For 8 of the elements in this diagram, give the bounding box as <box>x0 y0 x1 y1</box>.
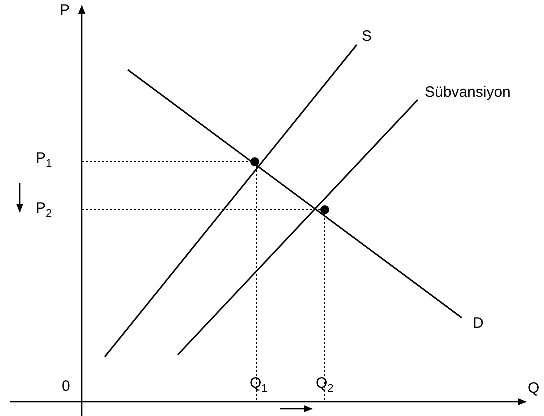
origin-label: 0 <box>62 378 70 395</box>
price-label: P$_{1}$ <box>36 150 52 172</box>
price-label: P$_{2}$ <box>36 200 52 222</box>
curve-label: S <box>362 28 372 45</box>
curve-label: D <box>473 315 484 332</box>
curve-label: Sübvansiyon <box>425 84 511 101</box>
axis-label: Q <box>528 380 540 397</box>
axis-label: P <box>60 2 70 19</box>
